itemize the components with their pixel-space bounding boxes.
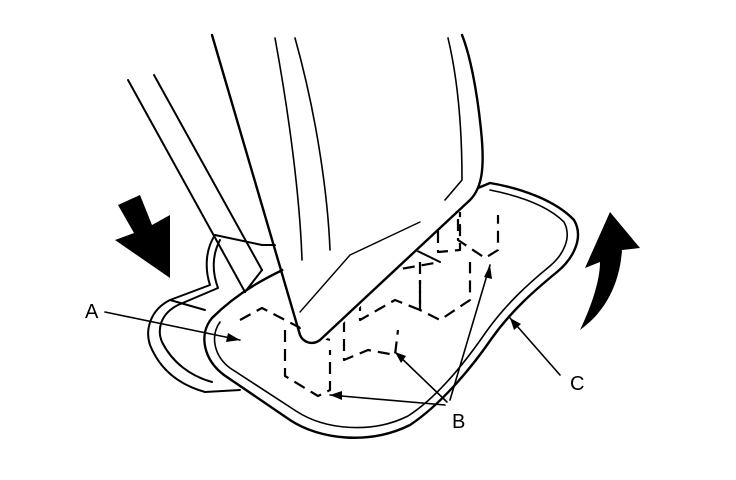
callout-c: C <box>570 373 584 395</box>
hidden-clip-7 <box>456 200 500 260</box>
callout-a: A <box>85 301 99 323</box>
press-down-arrow-icon <box>115 195 170 278</box>
hidden-clip-3 <box>342 320 400 362</box>
seat-back-cover <box>210 33 484 345</box>
arrowhead-a <box>226 333 240 342</box>
base-plate-inner-edge <box>213 189 568 429</box>
leader-arrowheads <box>226 265 521 400</box>
leader-lines <box>104 264 561 406</box>
leader-b-1 <box>329 394 446 406</box>
arrowhead-b-2 <box>395 352 406 363</box>
leader-a <box>104 311 241 341</box>
leader-b-3 <box>449 264 491 401</box>
hidden-clip-5 <box>418 262 472 322</box>
callout-b: B <box>452 411 465 433</box>
mounting-bracket <box>147 234 301 393</box>
hidden-clip-2 <box>283 330 332 398</box>
leader-b-2 <box>394 351 448 403</box>
leader-c <box>509 317 561 376</box>
hidden-clip-6 <box>436 212 462 254</box>
base-plate <box>203 181 580 439</box>
arrowhead-b-1 <box>330 391 342 400</box>
lift-up-arrow-icon <box>580 212 640 330</box>
arrowhead-b-3 <box>484 265 492 279</box>
arrowhead-c <box>510 318 521 330</box>
